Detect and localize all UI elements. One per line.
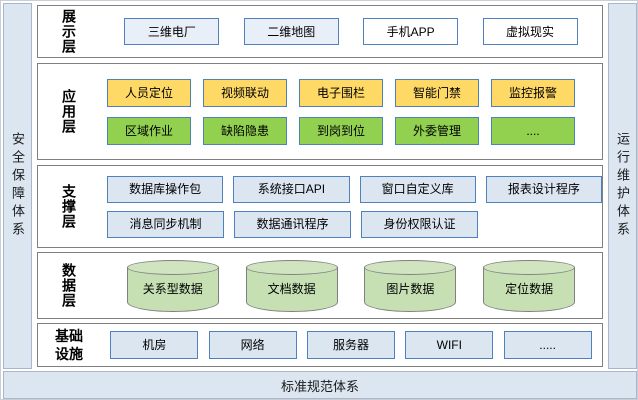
- support-row-2: 消息同步机制 数据通讯程序 身份权限认证: [100, 210, 602, 238]
- layer-display-content: 三维电厂 二维地图 手机APP 虚拟现实: [100, 18, 602, 45]
- cylinder-document-data: 文档数据: [245, 259, 338, 312]
- cylinder-top-ellipse: [483, 259, 576, 275]
- layer-infrastructure-label-wrap: 基础设施: [38, 327, 100, 363]
- left-pillar-label: 安全保障体系: [10, 132, 25, 240]
- box-monitoring-alarm: 监控报警: [491, 78, 575, 107]
- layer-infrastructure: 基础设施 机房 网络 服务器 WIFI .....: [37, 323, 603, 367]
- box-mobile-app: 手机APP: [363, 18, 459, 45]
- box-network: 网络: [208, 331, 297, 359]
- box-3d-plant: 三维电厂: [124, 18, 220, 45]
- box-defect-hazard: 缺陷隐患: [203, 116, 287, 145]
- layer-data-label-wrap: 数据层: [38, 263, 100, 308]
- layer-display: 展示层 三维电厂 二维地图 手机APP 虚拟现实: [37, 5, 603, 58]
- layer-application: 应用层 人员定位 视频联动 电子围栏 智能门禁 监控报警 区域作业 缺陷隐患 到…: [37, 63, 603, 160]
- box-identity-authentication: 身份权限认证: [361, 210, 478, 238]
- app-row-yellow: 人员定位 视频联动 电子围栏 智能门禁 监控报警: [100, 78, 602, 107]
- box-infra-more: .....: [503, 331, 592, 359]
- cylinder-top-ellipse: [245, 259, 338, 275]
- box-2d-map: 二维地图: [243, 18, 339, 45]
- support-row-1: 数据库操作包 系统接口API 窗口自定义库 报表设计程序: [100, 175, 602, 203]
- bottom-pillar-standard: 标准规范体系: [3, 371, 637, 399]
- box-window-custom-library: 窗口自定义库: [359, 175, 476, 203]
- layer-support-label: 支撑层: [61, 184, 77, 229]
- app-row-green: 区域作业 缺陷隐患 到岗到位 外委管理 ....: [100, 116, 602, 145]
- layer-support-label-wrap: 支撑层: [38, 184, 100, 229]
- cylinder-top-ellipse: [126, 259, 219, 275]
- layer-support: 支撑层 数据库操作包 系统接口API 窗口自定义库 报表设计程序 消息同步机制 …: [37, 165, 603, 248]
- cylinder-relational-data: 关系型数据: [126, 259, 219, 312]
- box-smart-access-control: 智能门禁: [395, 78, 479, 107]
- box-report-design-program: 报表设计程序: [485, 175, 602, 203]
- layer-infrastructure-label: 基础设施: [55, 327, 83, 362]
- left-pillar-security: 安全保障体系: [3, 3, 32, 369]
- box-arrive-on-post: 到岗到位: [299, 116, 383, 145]
- layer-data: 数据层 关系型数据 文档数据 图片数据 定位数据: [37, 252, 603, 319]
- layer-infrastructure-content: 机房 网络 服务器 WIFI .....: [100, 331, 602, 359]
- layer-application-content: 人员定位 视频联动 电子围栏 智能门禁 监控报警 区域作业 缺陷隐患 到岗到位 …: [100, 78, 602, 145]
- box-database-operation-package: 数据库操作包: [107, 175, 224, 203]
- right-pillar-label: 运行维护体系: [615, 132, 630, 240]
- box-video-linkage: 视频联动: [203, 78, 287, 107]
- box-app-more: ....: [491, 116, 575, 145]
- layer-application-label: 应用层: [61, 89, 77, 134]
- box-message-sync-mechanism: 消息同步机制: [107, 210, 224, 238]
- cylinder-positioning-data: 定位数据: [483, 259, 576, 312]
- box-data-communication-program: 数据通讯程序: [234, 210, 351, 238]
- right-pillar-operation: 运行维护体系: [608, 3, 637, 369]
- box-machine-room: 机房: [110, 331, 199, 359]
- cylinder-picture-data: 图片数据: [364, 259, 457, 312]
- layer-data-label: 数据层: [61, 263, 77, 308]
- bottom-pillar-label: 标准规范体系: [280, 378, 359, 394]
- box-wifi: WIFI: [405, 331, 494, 359]
- box-outsourcing-management: 外委管理: [395, 116, 479, 145]
- layer-support-content: 数据库操作包 系统接口API 窗口自定义库 报表设计程序 消息同步机制 数据通讯…: [100, 175, 602, 238]
- box-server: 服务器: [306, 331, 395, 359]
- box-electronic-fence: 电子围栏: [299, 78, 383, 107]
- box-virtual-reality: 虚拟现实: [482, 18, 578, 45]
- layer-data-content: 关系型数据 文档数据 图片数据 定位数据: [100, 259, 602, 312]
- layer-display-label-wrap: 展示层: [38, 9, 100, 54]
- layer-display-label: 展示层: [61, 9, 77, 54]
- cylinder-top-ellipse: [364, 259, 457, 275]
- layer-application-label-wrap: 应用层: [38, 89, 100, 134]
- box-area-operation: 区域作业: [107, 116, 191, 145]
- box-system-interface-api: 系统接口API: [233, 175, 350, 203]
- box-personnel-positioning: 人员定位: [107, 78, 191, 107]
